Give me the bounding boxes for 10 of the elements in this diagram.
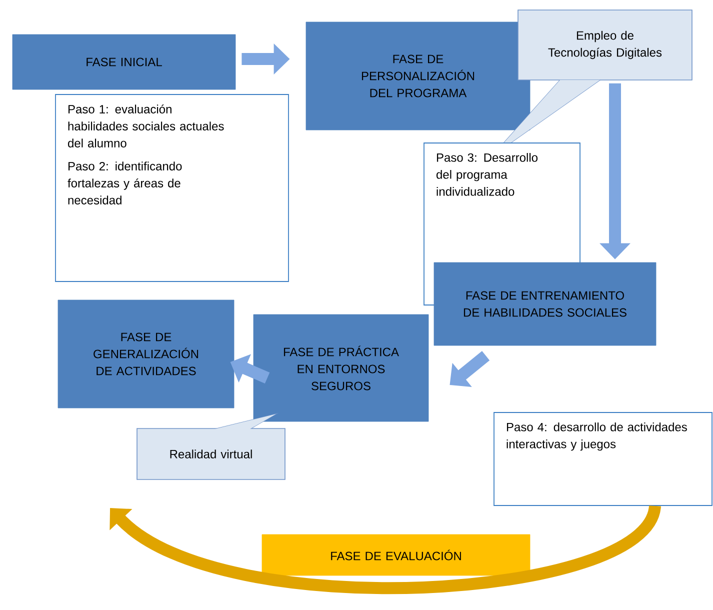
phase-box: FASE DE PERSONALIZACIÓN DEL PROGRAMA: [306, 22, 530, 130]
curved-arrow: [110, 504, 660, 594]
step-box: Paso 4: desarrollo de actividades interactivas y juegos: [494, 412, 712, 506]
phase-box: FASE DE GENERALIZACIÓN DE ACTIVIDADES: [58, 300, 234, 408]
step-box: Paso 1: evaluación habilidades sociales actuales del alumno Paso 2: identificando fortalezas y áreas de necesidad: [55, 94, 289, 282]
phase-box: FASE DE PRÁCTICA EN ENTORNOS SEGUROS: [253, 314, 429, 422]
evaluation-box: FASE DE EVALUACIÓN: [262, 534, 530, 576]
phase-box: FASE DE ENTRENAMIENTO DE HABILIDADES SOCIALES: [434, 262, 656, 346]
block-arrow: [450, 351, 490, 387]
phase-box: FASE INICIAL: [12, 34, 236, 90]
